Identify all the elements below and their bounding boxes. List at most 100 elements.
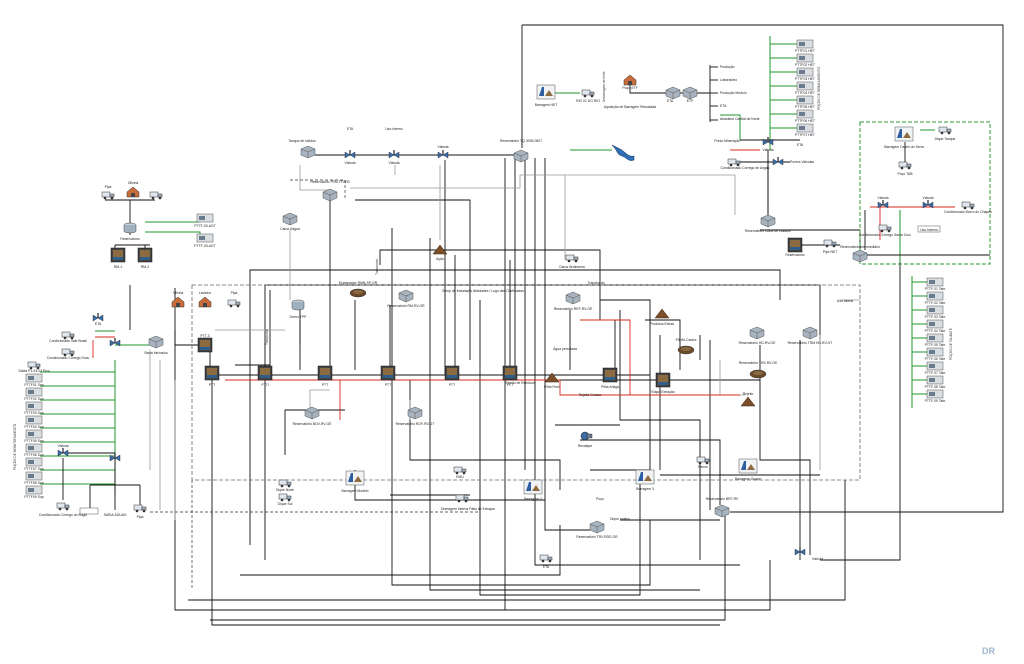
well-label: PTTF-03 Tabr	[925, 315, 947, 319]
pilha-3-icon	[677, 345, 695, 355]
truck-icon	[696, 456, 710, 465]
bar-2-label: Barra Intrínsica	[145, 351, 168, 355]
barragem-1-icon	[345, 470, 365, 486]
well-label: PTTF-08 Tabr	[925, 385, 947, 389]
reservatorio-r3-icon	[398, 289, 414, 303]
reservatorio-top-label: Reservatório TQ-3035-0607	[500, 139, 542, 143]
barragem-4-icon	[738, 458, 758, 474]
pilha-ant-label: Pilha Antiga	[601, 385, 619, 389]
poco-icon	[623, 74, 637, 86]
transbordo-2-label: Transbordo	[375, 259, 379, 275]
recalque-label: Recalque	[578, 444, 592, 448]
truck-icon	[961, 201, 975, 210]
well-label: PTTF01 Sop	[24, 383, 43, 387]
pilha-ant-icon	[602, 367, 618, 383]
reservatorio-clara-label: Reservatório Clara de Lavador	[745, 229, 792, 233]
dreno-tank-icon	[291, 299, 305, 311]
well-label: PTTF05 HET	[795, 105, 815, 109]
reservatorio-eta-label: Reservatório	[785, 253, 804, 257]
well-label: PTTF07 HET	[795, 133, 815, 137]
valvula-mid-label: Válvula	[762, 148, 773, 152]
valve-icon	[437, 149, 449, 159]
pipa-2-label: Pipa	[231, 291, 238, 295]
ptt-c-label: PTT	[322, 383, 328, 387]
producao-label: Produção	[720, 65, 735, 69]
well-column-left: PTTF01 Sop PTTF02 Sop PTTF03 Sop PTTF04 …	[13, 373, 44, 499]
valvula-l1-label: Válvula	[57, 444, 68, 448]
ptt-2-label: PTTF-03-AGT	[194, 244, 215, 248]
producao-modulo-label: Produção Modulo	[720, 91, 747, 95]
ptt-e-label: PTT	[449, 383, 455, 387]
condicionado-bugio-label: Condicionado Córrego do Bugio	[39, 513, 87, 517]
transbordo-3-label: Transbordo	[587, 281, 604, 285]
ptt-f-icon	[502, 365, 518, 381]
reservatorio-lower-label: Reservatório TRV-RDE-GR	[576, 535, 618, 539]
valve-icon	[772, 156, 784, 166]
truck-icon	[101, 191, 115, 200]
reservatorio-rof-label: Reservatório ROF-RV-GT	[396, 422, 435, 426]
well-label: PTTF-06 Tabr	[925, 357, 947, 361]
poco-b-label: Poço	[596, 497, 604, 501]
reservatorio-bov-icon	[304, 406, 320, 420]
etf-label: ETF	[687, 99, 693, 103]
valvula-r2-label: Válvula	[922, 196, 933, 200]
ptt-e-icon	[444, 365, 460, 381]
well-label: PTTF08 Sop	[24, 481, 43, 485]
reservatorio-bt-icon	[714, 504, 730, 518]
well-label: PTTF-04 Tabr	[925, 329, 947, 333]
oficina-2-label: Oficina	[173, 291, 184, 295]
saida-left-label: Saída P1-03-03 Pico	[18, 369, 49, 373]
drenagem-interna-label: Drenagem Interna Pátio de Estoque	[441, 507, 495, 511]
truck-icon	[938, 126, 952, 135]
produto-extras-label: Produtos Extras	[650, 322, 674, 326]
uso-lateral-label: Uso lateral	[837, 299, 853, 303]
rm2-label: RM-2	[141, 265, 149, 269]
truck-icon	[539, 554, 553, 563]
pipe-net-label: Pipe NET	[823, 250, 838, 254]
valve-icon	[57, 447, 69, 457]
reservatorio-r3-label: Reservatório RM-RV-GR	[387, 304, 425, 308]
truck-icon	[823, 239, 837, 248]
ponto-valvulas-label: Pontos Valvulas	[790, 160, 814, 164]
bar-icon	[148, 335, 164, 349]
lavador-label: Lavador	[199, 291, 212, 295]
eta-r-label: ETA	[720, 104, 727, 108]
rio-label: RIO 01 DO RIO	[576, 99, 600, 103]
eta-a-label: ETA	[667, 99, 674, 103]
aquisicao-barragem-label: Aquisição de Barragem Ressalada	[604, 105, 656, 109]
truck-icon	[453, 466, 467, 475]
truck-icon	[56, 502, 70, 511]
ptt-d-label: PTT	[385, 383, 391, 387]
acao-label: Ação	[436, 257, 444, 261]
ptt-3-label: PTT-3	[200, 334, 209, 338]
well-label: PTTF07 Sop	[24, 467, 43, 471]
truck-icon	[278, 493, 292, 502]
barragem-3-icon	[635, 469, 655, 485]
reservatorio-left-icon	[123, 222, 137, 234]
oficina-2-icon	[171, 296, 185, 308]
well-label: PTTF-05 Tabr	[925, 343, 947, 347]
river-icon	[611, 144, 635, 161]
oficina-icon	[126, 186, 140, 198]
watermark-logo: DR	[982, 646, 995, 656]
pile-fech-label: Pilha Fech	[544, 385, 560, 389]
ptt-f-label: PTT	[507, 383, 513, 387]
panel-label: POÇOS DE TAUBATÉ	[948, 328, 953, 360]
truck-icon	[878, 224, 892, 233]
eta-bot-label: ETA	[543, 565, 550, 569]
poco-ptf-label: Poço d'TF	[622, 86, 637, 90]
eta-top-label: ETA	[347, 127, 354, 131]
dique-x-label: Dique Inativo	[610, 517, 630, 521]
espessador-label: Espessador RMN-SP-GR	[339, 281, 378, 285]
barragem-top-label: Barragem HET	[535, 103, 558, 107]
well-label: PTTF02 Sop	[24, 397, 43, 401]
eta-l-label: ETA	[95, 322, 102, 326]
well-label: PTTF-07 Tabr	[925, 371, 947, 375]
reservatorio-ref-label: Reservatório REF-RV-GE	[554, 307, 593, 311]
well-icon	[196, 233, 214, 243]
valvula-b-label: Válvula	[812, 557, 823, 561]
well-label: PTTF03 Sop	[24, 411, 43, 415]
truck-icon	[133, 504, 147, 513]
well-label: PTTF09 Sop	[24, 495, 43, 499]
